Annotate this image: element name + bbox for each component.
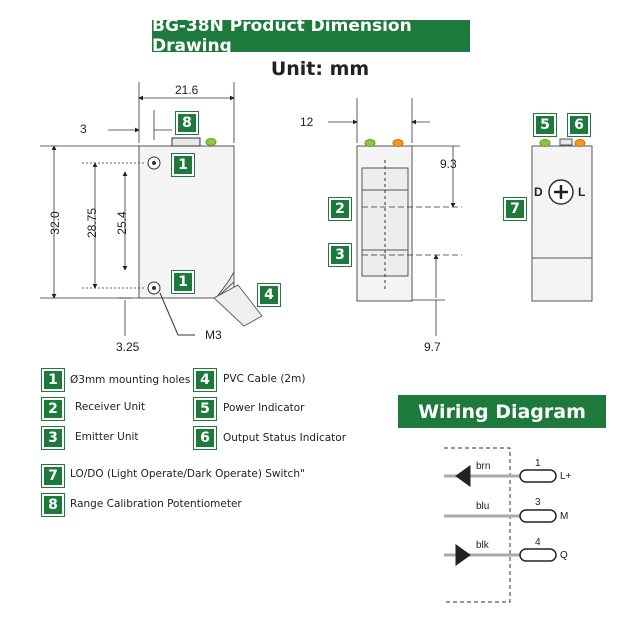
front-view [138,137,263,336]
legend-text-5: Power Indicator [223,402,305,414]
signal-q: Q [560,550,568,561]
unit-label: Unit: mm [270,58,370,80]
wiring-diagram [444,447,557,603]
dim-side-12: 12 [300,115,314,129]
pin-1: 1 [535,458,541,469]
legend-text-4: PVC Cable (2m) [223,373,306,385]
wire-label-blk: blk [476,540,489,551]
badge-6: 6 [567,113,591,137]
dim-offset-3: 3 [80,122,87,136]
legend-badge-2: 2 [41,397,65,421]
legend-badge-8: 8 [41,493,65,517]
wiring-banner: Wiring Diagram [398,395,606,428]
legend-text-8: Range Calibration Potentiometer [70,498,242,510]
pin-4: 4 [535,537,541,548]
pin-3: 3 [535,497,541,508]
badge-8: 8 [175,111,199,135]
signal-lplus: L+ [560,471,572,482]
badge-4: 4 [257,283,281,307]
badge-2: 2 [328,197,352,221]
side-view [356,139,413,302]
badge-1-bottom: 1 [171,270,195,294]
dim-side-9-3: 9.3 [440,157,457,171]
wire-label-blu: blu [476,501,490,512]
dim-height-25-4: 25.4 [115,211,129,235]
dim-width-21-6: 21.6 [175,83,199,97]
legend-text-3: Emitter Unit [75,431,139,443]
legend-text-7: LO/DO (Light Operate/Dark Operate) Switc… [70,468,305,480]
dim-m3: M3 [205,328,222,342]
back-view [531,138,593,302]
legend-text-1: Ø3mm mounting holes [70,374,191,386]
badge-3: 3 [328,243,352,267]
legend-badge-3: 3 [41,426,65,450]
legend-badge-7: 7 [41,464,65,488]
title-banner: BG-38N Product Dimension Drawing [152,16,470,56]
dim-height-28-75: 28.75 [85,207,99,239]
badge-1-top: 1 [171,153,195,177]
legend-badge-4: 4 [193,368,217,392]
legend-badge-5: 5 [193,397,217,421]
signal-m: M [560,511,569,522]
dim-bottom-3-25: 3.25 [116,340,140,354]
badge-7: 7 [503,197,527,221]
lo-do-l-label: L [578,185,586,199]
dim-side-9-7: 9.7 [424,340,441,354]
legend-text-6: Output Status Indicator [223,432,347,444]
legend-text-2: Receiver Unit [75,401,146,413]
wire-label-brn: brn [476,461,491,472]
badge-5: 5 [533,113,557,137]
lo-do-d-label: D [534,185,543,199]
legend-badge-1: 1 [41,368,65,392]
legend-badge-6: 6 [193,426,217,450]
dim-height-32: 32.0 [48,211,62,235]
